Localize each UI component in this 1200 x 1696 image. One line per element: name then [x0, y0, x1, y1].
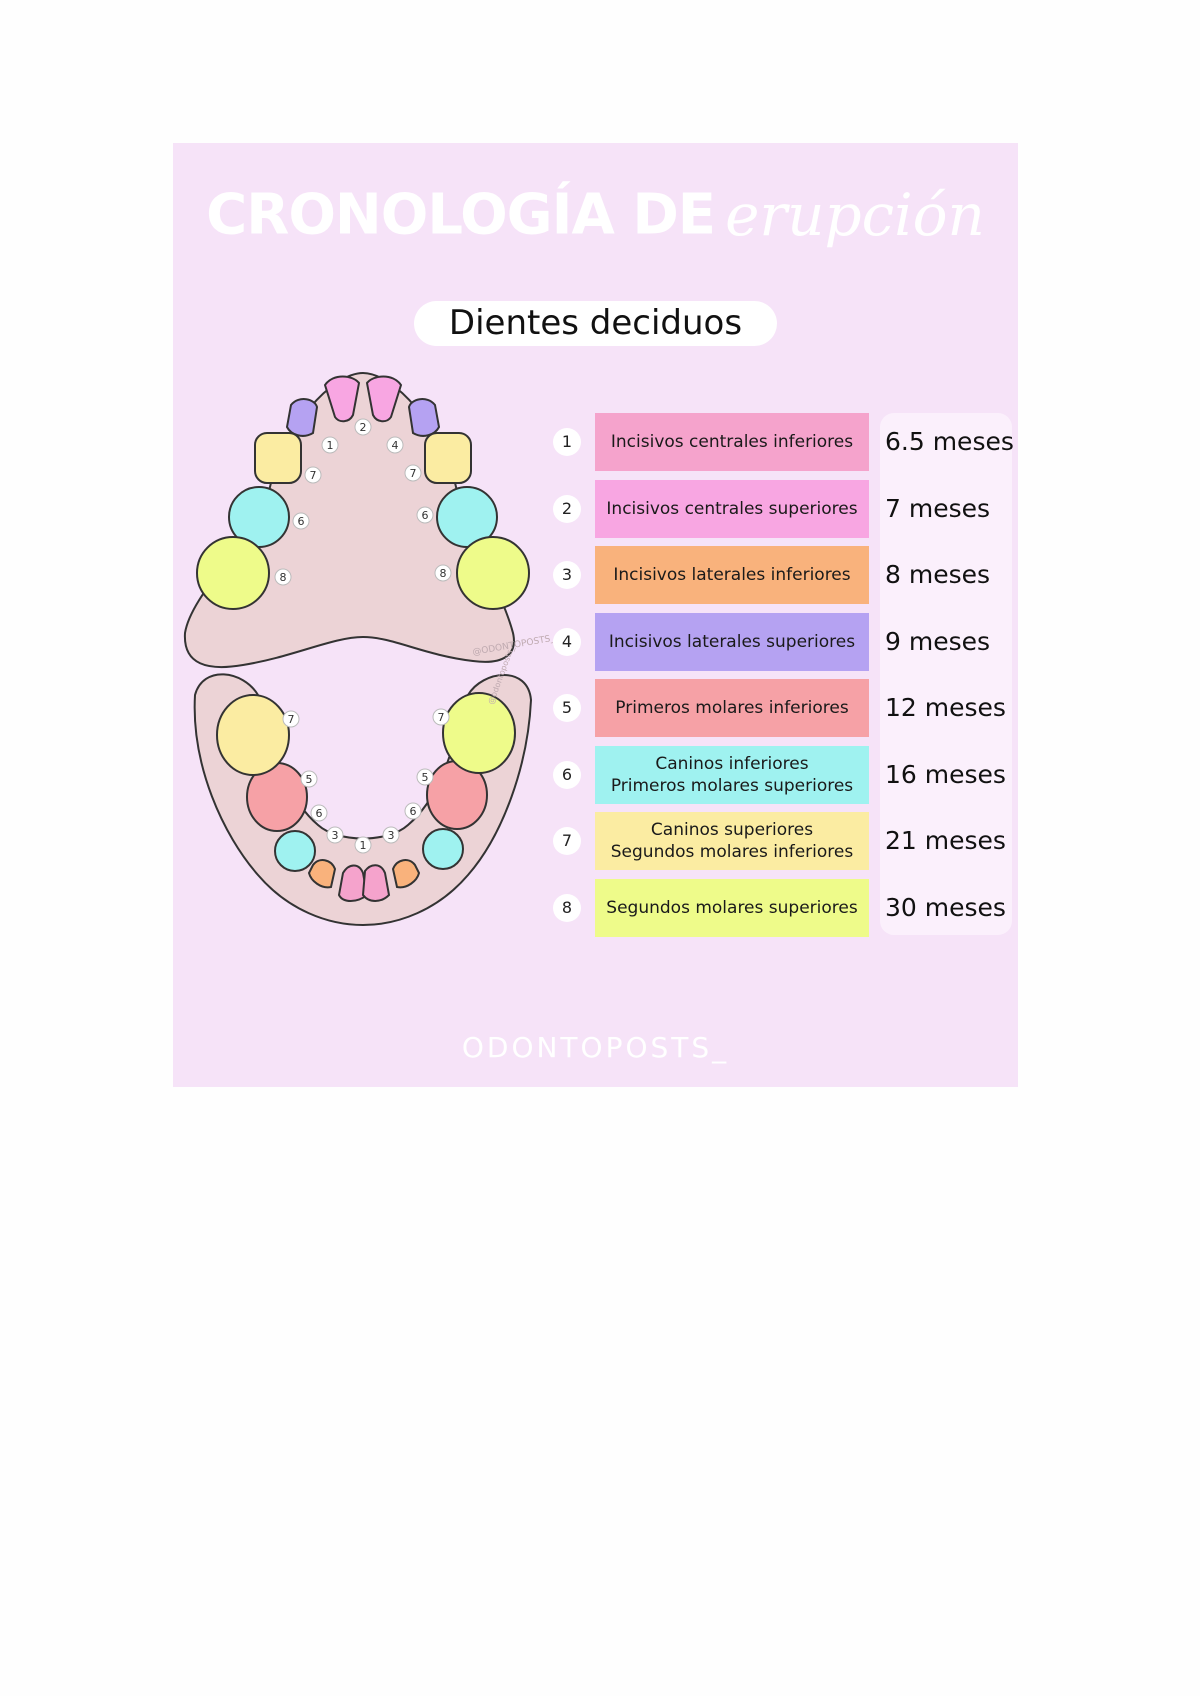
eruption-row: 5 Primeros molares inferiores: [553, 679, 1008, 737]
tooth-group-label: Segundos molares superiores: [595, 878, 869, 937]
tooth-lower-second-molar-right: [442, 692, 516, 774]
row-number: 8: [553, 893, 581, 922]
tooth-group-label: Incisivos centrales superiores: [595, 479, 869, 538]
row-number: 1: [553, 428, 581, 456]
upper-marker: 2: [360, 421, 367, 434]
tooth-group-label: Incisivos laterales superiores: [595, 612, 869, 671]
tooth-upper-central-right: [365, 375, 403, 423]
eruption-months: 6.5 meses: [885, 427, 1014, 456]
eruption-months: 16 meses: [885, 759, 1006, 789]
upper-marker: 8: [440, 567, 447, 580]
tooth-group-label: Incisivos laterales inferiores: [595, 546, 869, 604]
upper-marker: 7: [410, 467, 417, 480]
tooth-upper-central-left: [323, 375, 361, 423]
tooth-lower-lateral-left: [307, 859, 337, 889]
lower-marker: 6: [316, 807, 323, 820]
lower-marker: 6: [410, 805, 417, 818]
tooth-upper-second-molar-left: [196, 536, 270, 610]
eruption-months: 12 meses: [885, 693, 1006, 722]
tooth-group-label: Incisivos centrales inferiores: [595, 413, 869, 471]
lower-marker: 7: [438, 711, 445, 724]
order-markers: 2 1 4 7 7 6 6 8 8 1 3 3 6 6: [274, 418, 452, 854]
eruption-row: 2 Incisivos centrales superiores: [553, 479, 1008, 538]
eruption-row: 6 Caninos inferiores Primeros molares sup…: [553, 745, 1008, 804]
upper-marker: 6: [422, 509, 429, 522]
eruption-row: 3 Incisivos laterales inferiores: [553, 546, 1008, 604]
eruption-months: 21 meses: [885, 826, 1006, 855]
lower-marker: 1: [360, 839, 367, 852]
lower-teeth: [216, 692, 516, 902]
lower-marker: 3: [332, 829, 339, 842]
upper-marker: 4: [392, 439, 399, 452]
tooth-upper-canine-right: [424, 432, 472, 484]
tooth-group-label: Caninos superiores Segundos molares infe…: [595, 812, 869, 870]
eruption-months: 30 meses: [885, 892, 1006, 922]
tooth-upper-lateral-left: [285, 398, 319, 437]
row-number: 4: [553, 627, 581, 656]
eruption-row: 7 Caninos superiores Segundos molares inf…: [553, 812, 1008, 870]
tooth-lower-canine-left: [274, 830, 316, 872]
tooth-upper-lateral-right: [407, 398, 441, 437]
title-script: erupción: [725, 181, 985, 249]
tooth-lower-central-right: [361, 864, 391, 902]
lower-marker: 3: [388, 829, 395, 842]
eruption-row: 8 Segundos molares superiores: [553, 878, 1008, 937]
row-number: 6: [553, 760, 581, 789]
tooth-lower-lateral-right: [391, 859, 421, 889]
upper-teeth: [196, 375, 530, 610]
eruption-months: 8 meses: [885, 560, 991, 589]
upper-marker: 1: [327, 439, 334, 452]
row-number: 5: [553, 694, 581, 722]
row-number: 3: [553, 561, 581, 589]
lower-marker: 5: [306, 773, 313, 786]
dental-arch-diagram: 2 1 4 7 7 6 6 8 8 1 3 3 6 6: [183, 371, 553, 927]
tooth-upper-canine-left: [254, 432, 302, 484]
title-main: CRONOLOGÍA DE: [206, 182, 716, 248]
subtitle-pill: Dientes deciduos: [414, 301, 777, 346]
footer-brand: ODONTOPOSTS_: [461, 1031, 730, 1064]
eruption-row: 1 Incisivos centrales inferiores: [553, 413, 1008, 471]
upper-marker: 7: [310, 469, 317, 482]
tooth-upper-second-molar-right: [456, 536, 530, 610]
upper-marker: 6: [298, 515, 305, 528]
row-number: 2: [553, 494, 581, 523]
lower-marker: 7: [288, 713, 295, 726]
tooth-group-label: Primeros molares inferiores: [595, 679, 869, 737]
upper-marker: 8: [280, 571, 287, 584]
eruption-row: 4 Incisivos laterales superiores: [553, 612, 1008, 671]
lower-marker: 5: [422, 771, 429, 784]
eruption-months: 7 meses: [885, 493, 991, 523]
row-number: 7: [553, 827, 581, 855]
eruption-months: 9 meses: [885, 626, 991, 656]
months-panel: 6.5 meses 7 meses 8 meses 9 meses 12 meses 16…: [880, 413, 1014, 935]
tooth-lower-second-molar-left: [216, 694, 290, 776]
tooth-lower-canine-right: [422, 828, 464, 870]
tooth-group-label: Caninos inferiores Primeros molares supe…: [595, 745, 869, 804]
